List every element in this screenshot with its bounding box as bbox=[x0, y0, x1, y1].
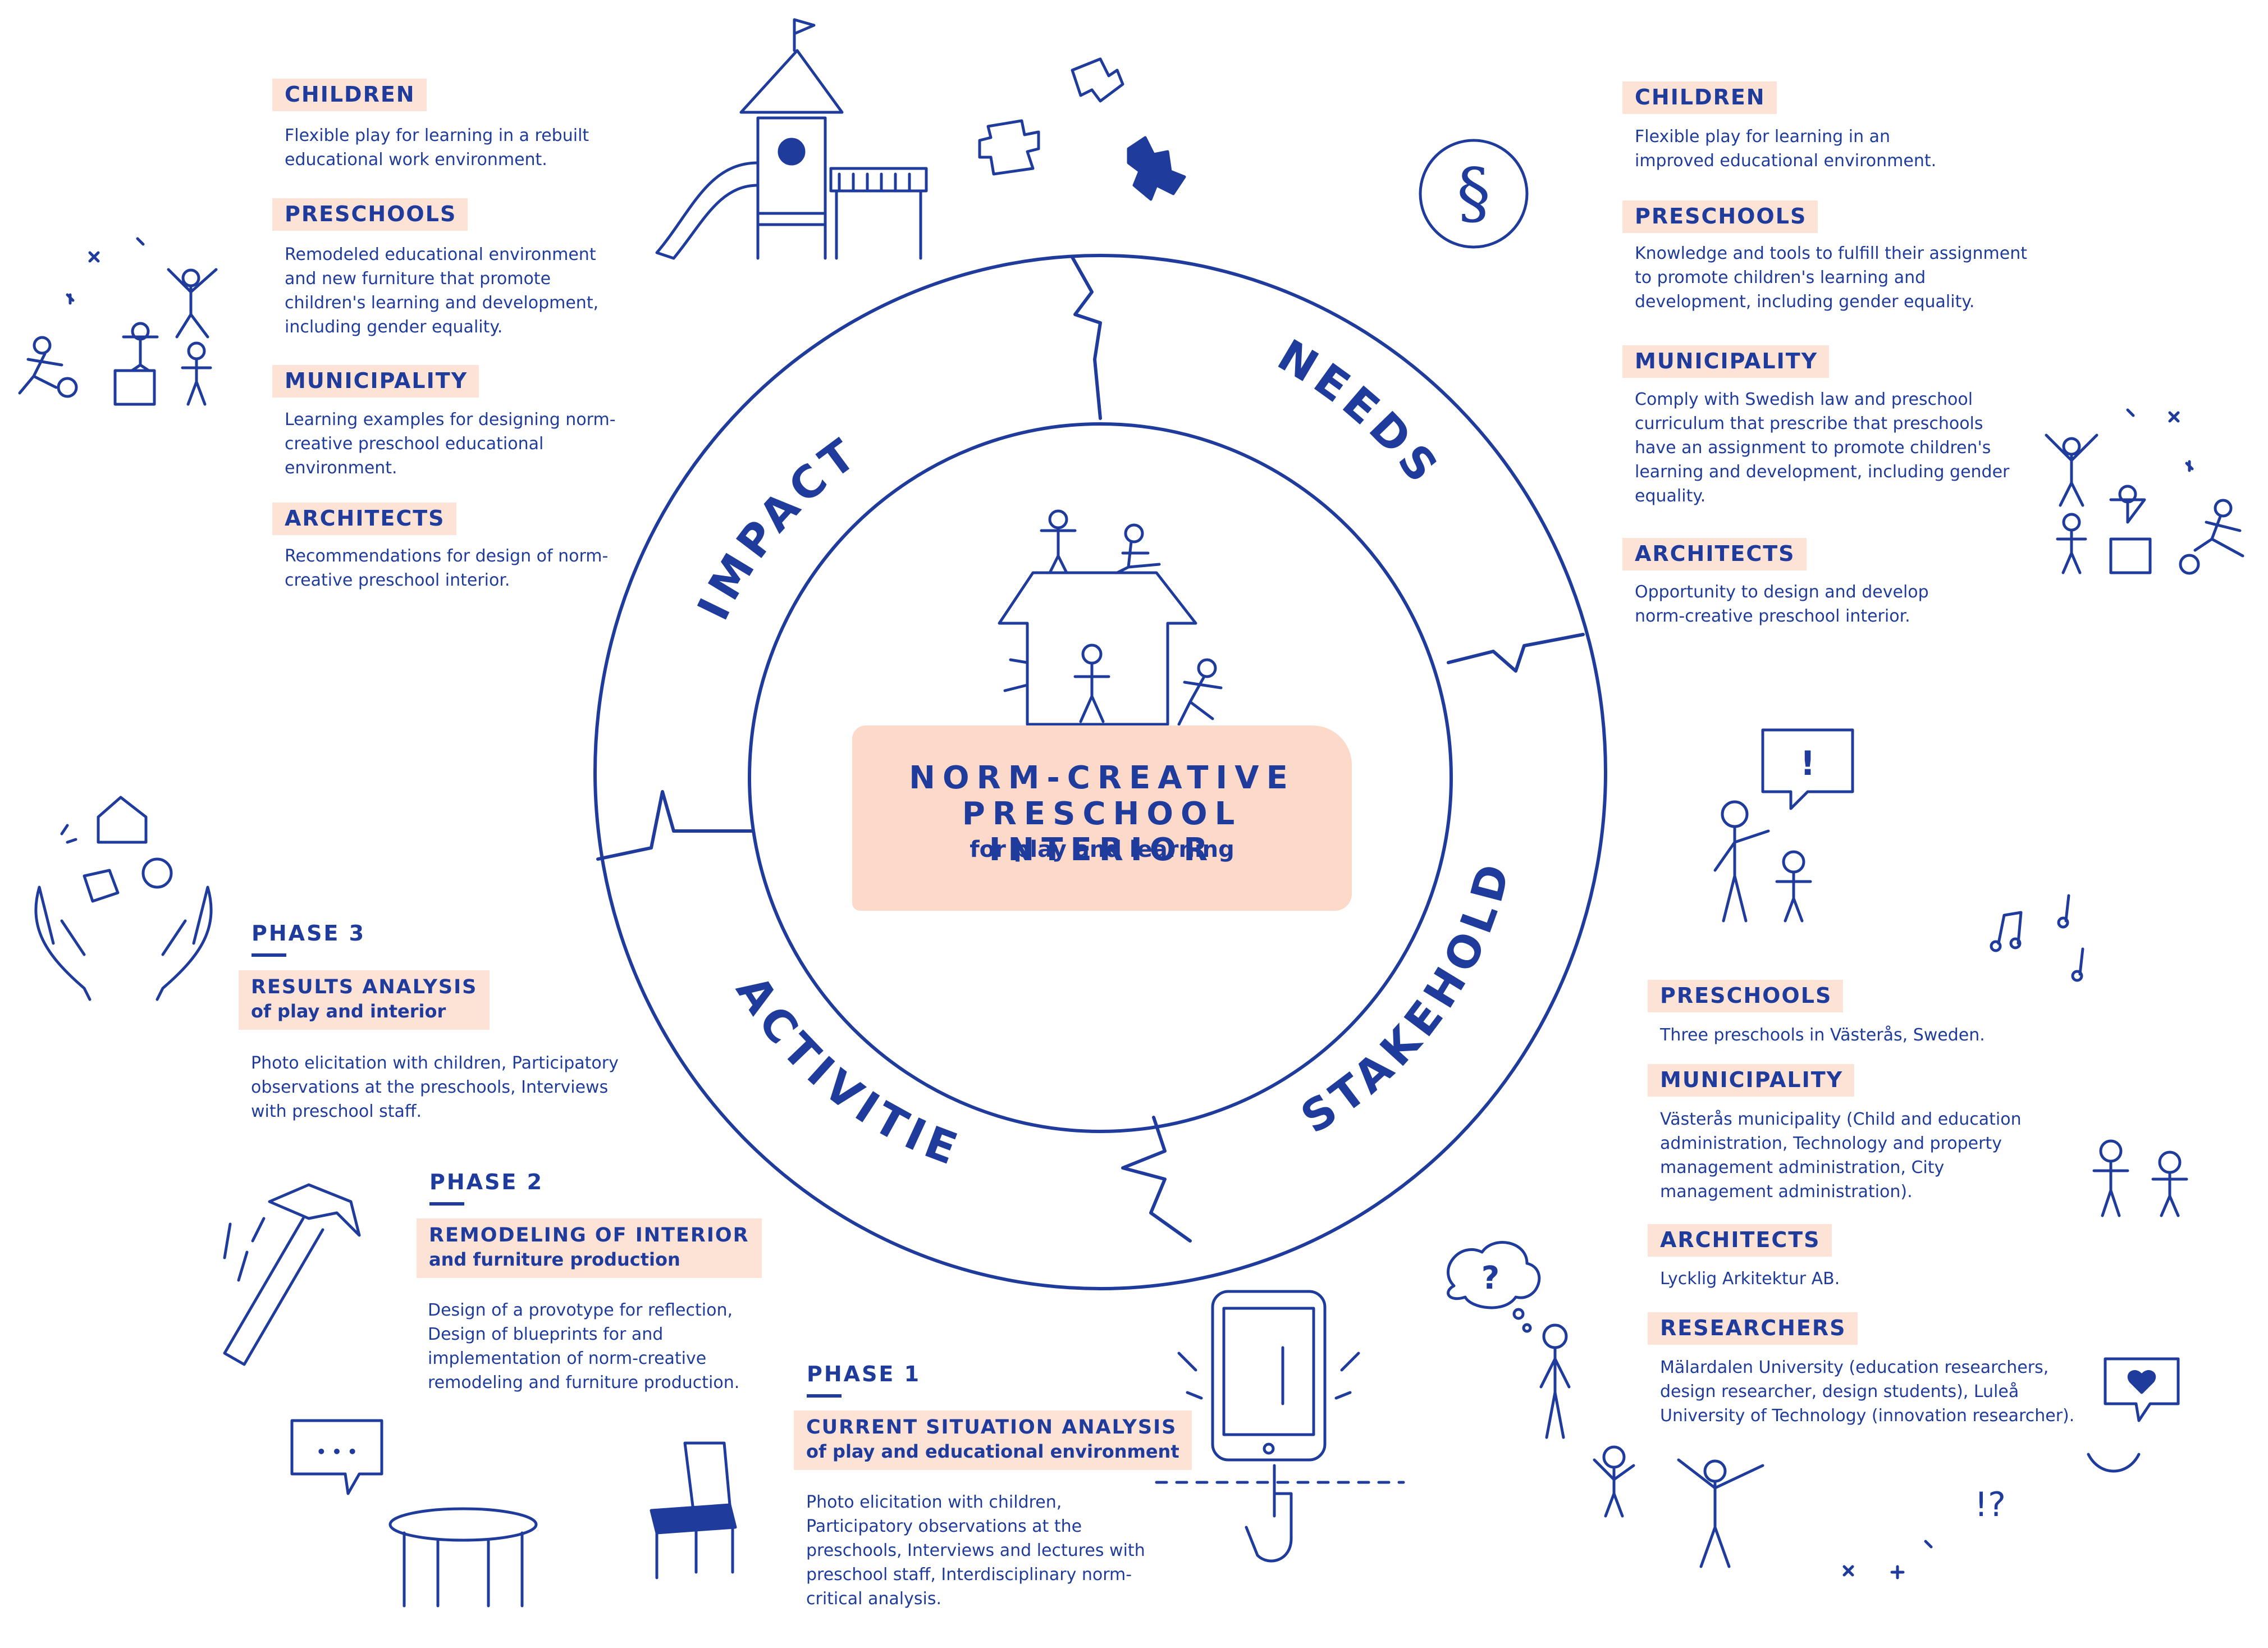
divider-left bbox=[596, 790, 754, 861]
stakeholders-municipality-text: Västerås municipality (Child and educati… bbox=[1660, 1110, 2022, 1202]
stakeholders-architects-text: Lycklig Arkitektur AB. bbox=[1660, 1269, 1840, 1289]
speech-bubble-dots-icon bbox=[290, 1419, 383, 1495]
needs-children-label: CHILDREN bbox=[1622, 81, 1777, 114]
divider-right bbox=[1447, 633, 1585, 673]
phase3-heading: PHASE 3 bbox=[252, 921, 365, 957]
impact-children-label: CHILDREN bbox=[272, 79, 427, 111]
outer-ring bbox=[593, 254, 1607, 1290]
phase2-subtitle: and furniture production bbox=[429, 1249, 680, 1270]
phase2-text: Design of a provotype for reflection, De… bbox=[428, 1300, 740, 1393]
thinking-child-icon bbox=[1447, 1241, 1571, 1439]
question-mark: ? bbox=[1481, 1260, 1499, 1297]
speech-bubble-exclaim-icon bbox=[1761, 728, 1854, 810]
impact-preschools-text: Remodeled educational environment and ne… bbox=[285, 245, 599, 337]
child-waving-icon bbox=[1593, 1445, 1764, 1568]
impact-children-text: Flexible play for learning in a rebuilt … bbox=[285, 126, 589, 170]
playground-tower-icon bbox=[655, 18, 928, 260]
house-with-children-icon bbox=[998, 509, 1223, 726]
stakeholders-researchers-text: Mälardalen University (education researc… bbox=[1660, 1358, 2075, 1426]
adult-and-child-icon bbox=[1713, 800, 1812, 923]
needs-municipality-label: MUNICIPALITY bbox=[1622, 345, 1830, 378]
center-title: NORM-CREATIVE PRESCHOOL INTERIOR bbox=[909, 760, 1295, 868]
needs-children-text: Flexible play for learning in an improve… bbox=[1635, 127, 1937, 171]
hands-with-objects-icon bbox=[34, 796, 213, 1001]
needs-preschools-label: PRESCHOOLS bbox=[1622, 200, 1818, 233]
exclaim-mark: ! bbox=[1800, 744, 1815, 783]
phase3-title: RESULTS ANALYSIS bbox=[251, 976, 478, 998]
music-notes-icon bbox=[1990, 894, 2084, 982]
heart-bubble-icon bbox=[1842, 1357, 2180, 1579]
stakeholders-architects-label: ARCHITECTS bbox=[1648, 1224, 1832, 1257]
interrobang-mark: !? bbox=[1974, 1485, 2006, 1524]
svg-text:IMPACT: IMPACT bbox=[688, 427, 869, 628]
tablet-touch-icon bbox=[1155, 1290, 1405, 1563]
impact-architects-text: Recommendations for design of norm-creat… bbox=[285, 546, 609, 590]
stakeholders-preschools-label: PRESCHOOLS bbox=[1648, 980, 1844, 1012]
phase1-title: CURRENT SITUATION ANALYSIS bbox=[806, 1416, 1177, 1439]
phase2-tag: REMODELING OF INTERIOR and furniture pro… bbox=[417, 1218, 762, 1278]
stakeholders-researchers-label: RESEARCHERS bbox=[1648, 1312, 1858, 1345]
ring-label-impact: IMPACT bbox=[688, 427, 863, 628]
needs-architects-text: Opportunity to design and develop norm-c… bbox=[1635, 582, 1929, 626]
divider-top bbox=[1071, 255, 1102, 420]
needs-municipality-text: Comply with Swedish law and preschool cu… bbox=[1635, 390, 2010, 506]
dots-mark: • • • bbox=[316, 1442, 357, 1461]
playing-children-group-icon-left bbox=[18, 237, 218, 406]
center-title-box: NORM-CREATIVE PRESCHOOL INTERIOR for pla… bbox=[852, 725, 1352, 911]
phase2-heading: PHASE 2 bbox=[429, 1170, 543, 1206]
hammer-and-nails-icon bbox=[223, 1183, 361, 1366]
impact-municipality-text: Learning examples for designing norm-cre… bbox=[285, 410, 616, 478]
inner-ring bbox=[748, 422, 1453, 1133]
puzzle-pieces-icon bbox=[978, 57, 1186, 201]
playing-children-group-icon-right bbox=[2045, 408, 2244, 575]
phase1-tag: CURRENT SITUATION ANALYSIS of play and e… bbox=[794, 1410, 1192, 1470]
svg-text:NEEDS: NEEDS bbox=[1269, 330, 1451, 496]
phase3-text: Photo elicitation with children, Partici… bbox=[251, 1053, 619, 1121]
phase1-heading: PHASE 1 bbox=[807, 1362, 921, 1398]
impact-preschools-label: PRESCHOOLS bbox=[272, 198, 468, 231]
chair-icon bbox=[650, 1441, 737, 1579]
phase1-text: Photo elicitation with children, Partici… bbox=[806, 1492, 1145, 1609]
impact-municipality-label: MUNICIPALITY bbox=[272, 365, 479, 398]
center-subtitle: for play and learning bbox=[970, 837, 1234, 862]
round-table-icon bbox=[388, 1507, 538, 1608]
ring-label-needs: NEEDS bbox=[1269, 330, 1445, 496]
two-children-icon bbox=[2092, 1139, 2188, 1217]
phase1-subtitle: of play and educational environment bbox=[806, 1441, 1179, 1462]
needs-architects-label: ARCHITECTS bbox=[1622, 538, 1807, 570]
section-law-icon bbox=[1419, 139, 1529, 249]
phase3-subtitle: of play and interior bbox=[251, 1001, 446, 1022]
section-symbol: § bbox=[1457, 154, 1490, 232]
stakeholders-preschools-text: Three preschools in Västerås, Sweden. bbox=[1660, 1025, 1985, 1045]
phase2-title: REMODELING OF INTERIOR bbox=[429, 1224, 749, 1247]
divider-bottom bbox=[1121, 1116, 1192, 1243]
impact-architects-label: ARCHITECTS bbox=[272, 503, 456, 535]
stakeholders-municipality-label: MUNICIPALITY bbox=[1648, 1064, 1855, 1097]
needs-preschools-text: Knowledge and tools to fulfill their ass… bbox=[1635, 244, 2027, 312]
phase3-tag: RESULTS ANALYSIS of play and interior bbox=[239, 970, 490, 1030]
